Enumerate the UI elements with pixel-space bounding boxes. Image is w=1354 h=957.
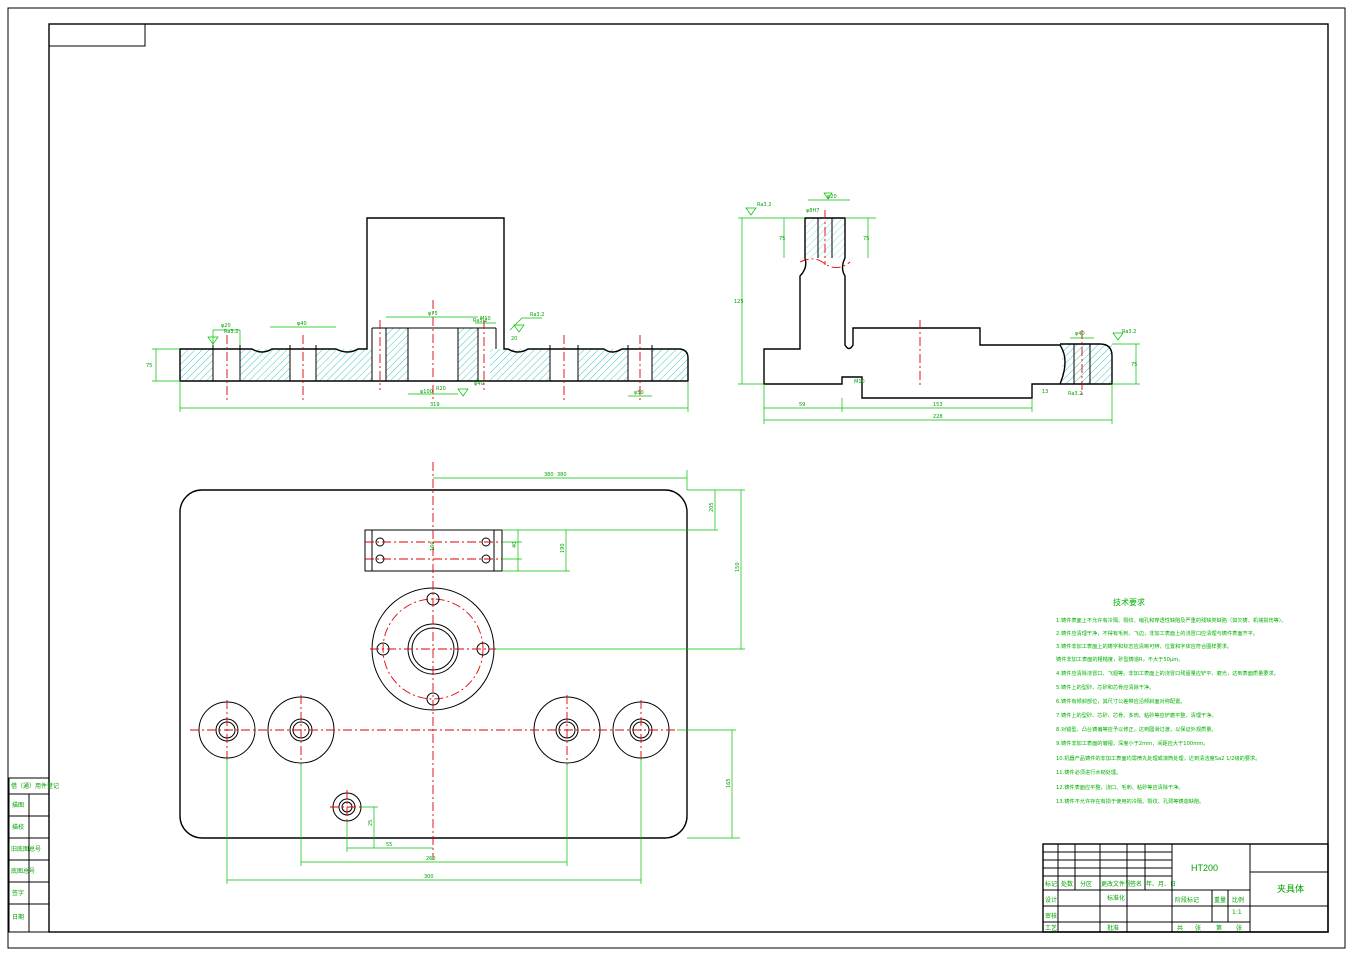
dim-text: 40 (512, 542, 518, 548)
dim-text: 150 (735, 562, 741, 572)
tb-label: 第 (1216, 924, 1222, 932)
strip-label-3: 旧底图总号 (11, 845, 41, 853)
dim-text: Ra3.2 (757, 202, 771, 208)
strip-label-0: 借（通）用件登记 (11, 782, 59, 790)
strip-label-5: 签字 (12, 889, 24, 897)
dim-text: 190 (560, 543, 566, 553)
dim-text: φ20 (221, 323, 231, 329)
strip-label-6: 日期 (12, 913, 24, 921)
note-line: 6.铸件有倾斜部位，其尺寸公差带应沿倾斜面对称配置。 (1056, 697, 1185, 705)
tb-label: 比例 (1232, 896, 1244, 904)
dim-text: φ8H7 (806, 208, 819, 214)
dim-text: 20 (511, 336, 517, 342)
tb-label: 签名 (1130, 880, 1142, 888)
dim-text: Ra3.2 (1068, 391, 1082, 397)
dim-text: φ50 (634, 390, 644, 396)
dim-text: φ40 (474, 381, 484, 387)
outer-border (7, 7, 1346, 949)
left-strip: 借（通）用件登记 描图 描校 旧底图总号 底图总号 签字 日期 (8, 777, 59, 933)
dim-text: 319 (430, 402, 440, 408)
note-line: 10.机器产品铸件的非加工表面均需喷丸处理或滚筒处理，达到清洁度Sa2 1/2级… (1056, 754, 1260, 762)
dim-text: 75 (779, 236, 785, 242)
top-left-tag-box (48, 23, 146, 47)
note-line: 7.铸件上的型砂、芯砂、芯骨、多肉、粘砂等应铲磨平整，清理干净。 (1056, 711, 1217, 719)
dim-text: 165 (726, 778, 732, 788)
dim-text: 75 (1131, 362, 1137, 368)
tb-label: 处数 (1061, 880, 1073, 888)
side-view: Ra3.2 φ20 φ8H7 Ra3.2 13 75 75 125 φ40 Ra… (734, 192, 1140, 424)
part-name-label: 夹具体 (1277, 883, 1304, 895)
dim-text: 59 (799, 402, 805, 408)
front-section-view: φ20 Ra3.2 φ40 Ra3.2 φ75 M10 20 φ100 R20 … (146, 217, 689, 412)
dim-text: 260 (426, 856, 436, 862)
note-line: 5.铸件上的型砂、芯砂和芯骨应清除干净。 (1056, 683, 1154, 691)
dim-text: φ40 (1075, 331, 1085, 337)
dim-text: 380 (544, 472, 554, 478)
tb-label: 更改文件号 (1101, 880, 1131, 888)
tb-label: 共 (1177, 924, 1183, 932)
tb-label: 设计 (1045, 896, 1057, 904)
dim-text: Ra3.2 (224, 329, 238, 335)
dim-text: M10 (854, 379, 865, 385)
dim-text: 13 (1042, 389, 1048, 395)
notes-heading: 技术要求 (1113, 597, 1145, 607)
technical-notes: 技术要求 1.铸件表面上不允许有冷隔、裂纹、缩孔和穿透性缺陷及严重的残缺类缺陷（… (1056, 597, 1287, 805)
dim-text: 153 (933, 402, 943, 408)
dim-text: 25 (368, 820, 374, 826)
dim-text: Ra3.2 (1122, 329, 1136, 335)
tb-label: 审核 (1045, 912, 1057, 920)
tb-label: 工艺 (1045, 924, 1057, 932)
note-line: 12.铸件表面应平整，浇口、毛刺、粘砂等应清除干净。 (1056, 783, 1184, 791)
tb-label: 重量 (1214, 896, 1226, 904)
tb-label: 标记 (1045, 880, 1057, 888)
dim-text: 160 (430, 541, 436, 551)
dim-text: 380 (557, 472, 567, 478)
note-line: 9.铸件非加工表面的皱褶，深度小于2mm，间距应大于100mm。 (1056, 739, 1209, 747)
title-block: HT200 夹具体 1:1 标记 处数 分区 更改文件号 签名 年、月、日 设计… (1042, 843, 1329, 933)
note-line: 1.铸件表面上不允许有冷隔、裂纹、缩孔和穿透性缺陷及严重的残缺类缺陷（如欠铸、机… (1056, 616, 1287, 624)
dim-text: 205 (709, 502, 715, 512)
note-line: 13.铸件不允许存在有损于使用的冷隔、裂纹、孔洞等铸造缺陷。 (1056, 797, 1204, 805)
tb-label: 标准化 (1107, 894, 1125, 902)
inner-frame (48, 23, 1329, 933)
scale-value: 1:1 (1232, 909, 1242, 916)
dim-text: Ra3.2 (530, 312, 544, 318)
strip-label-1: 描图 (12, 801, 24, 809)
tb-label: 张 (1236, 924, 1242, 932)
dim-text: 300 (424, 874, 434, 880)
dim-text: Ra3.2 (473, 318, 487, 324)
dim-text: 228 (933, 414, 943, 420)
strip-label-2: 描校 (12, 823, 24, 831)
tb-label: 张 (1195, 924, 1201, 932)
material-label: HT200 (1191, 863, 1218, 873)
note-line: 3.铸件非加工表面上的铸字和标志应清晰可辨，位置和字体应符合图样要求。 (1056, 642, 1232, 650)
note-line: 2.铸件应清理干净，不得有毛刺、飞边，非加工表面上的浇冒口应清理与铸件表面齐平。 (1056, 629, 1258, 637)
tb-label: 分区 (1080, 880, 1092, 888)
dim-text: φ75 (428, 311, 438, 317)
dim-text: 55 (386, 842, 392, 848)
tb-label: 阶段标记 (1175, 896, 1199, 904)
dim-text: M10 (480, 316, 491, 322)
note-line: 4.铸件应清除浇冒口、飞翅等。非加工表面上的浇冒口残留量应铲平、磨光，达到表面质… (1056, 669, 1279, 677)
dim-text: 75 (863, 236, 869, 242)
tb-label: 年、月、日 (1146, 880, 1176, 888)
dim-text: R20 (436, 386, 446, 392)
dim-text: φ100 (420, 389, 433, 395)
note-line: 铸件非加工表面的粗糙度，砂型铸造R，不大于50μm。 (1056, 655, 1184, 663)
dim-text: φ20 (827, 194, 837, 200)
note-line: 11.铸件必须进行水韧处理。 (1056, 768, 1121, 776)
tb-label: 批准 (1107, 924, 1119, 932)
note-line: 8.对错型、凸台铸偏等应予以修正，达到圆滑过渡，以保证外观质量。 (1056, 725, 1217, 733)
dim-text: 75 (146, 363, 152, 369)
dim-text: φ40 (297, 321, 307, 327)
dim-text: 125 (734, 299, 744, 305)
plan-view: 380 205 150 190 40 25 165 55 160 260 300… (179, 462, 745, 884)
strip-label-4: 底图总号 (11, 867, 35, 875)
